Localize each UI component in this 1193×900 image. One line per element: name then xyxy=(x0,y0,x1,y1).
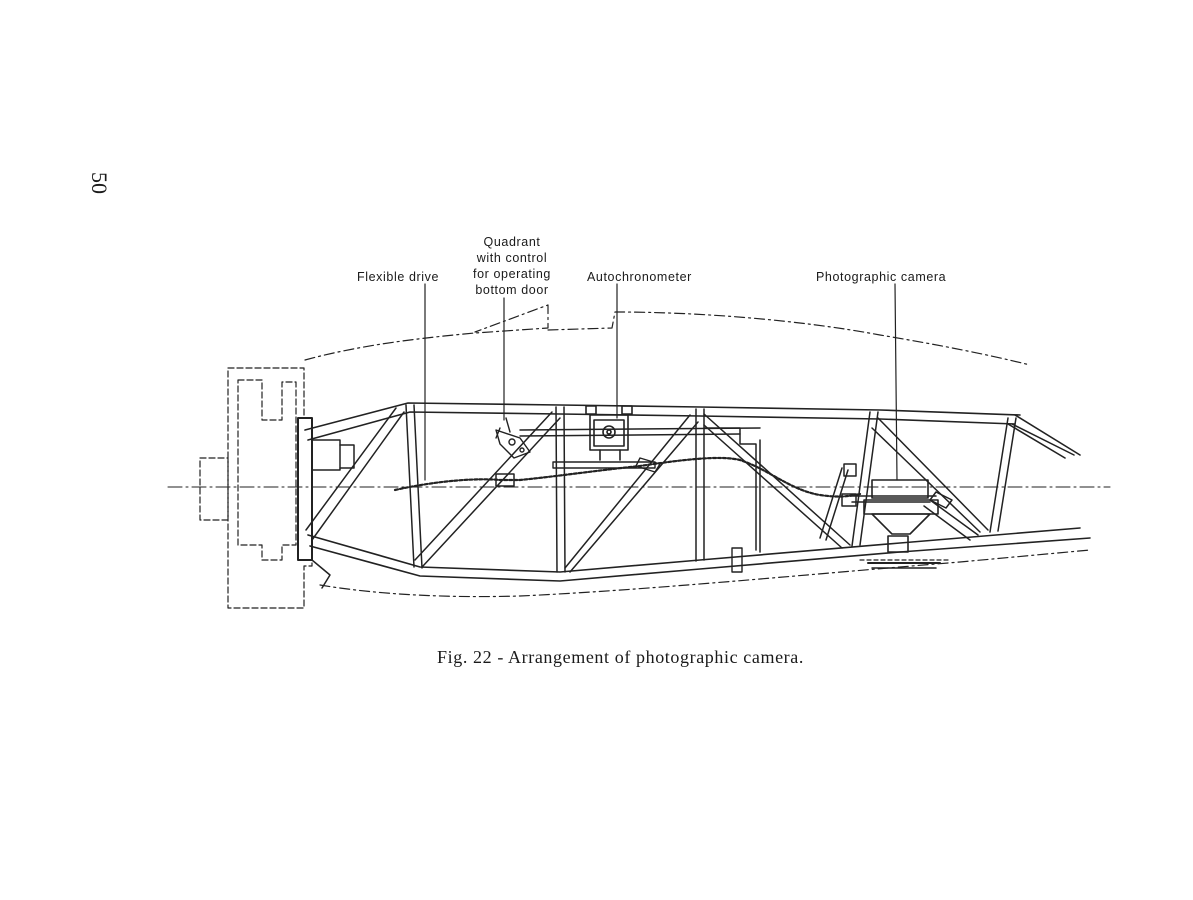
lower-longeron xyxy=(307,527,1091,582)
leader-photographic-camera xyxy=(894,283,898,481)
label-quadrant-line3: for operating xyxy=(473,267,551,281)
label-photographic-camera: Photographic camera xyxy=(816,270,947,284)
label-quadrant-line4: bottom door xyxy=(475,283,549,297)
quadrant-control xyxy=(495,417,531,459)
label-quadrant-line1: Quadrant xyxy=(483,235,541,249)
label-quadrant: Quadrant with control for operating bott… xyxy=(460,234,564,298)
figure-caption: Fig. 22 - Arrangement of photographic ca… xyxy=(0,647,1193,668)
lower-outline xyxy=(319,549,1091,598)
figure-caption-text: Fig. 22 - Arrangement of photographic ca… xyxy=(437,647,804,667)
autochronometer-unit xyxy=(585,405,633,461)
label-autochronometer: Autochronometer xyxy=(587,270,692,284)
leader-lines xyxy=(424,283,898,481)
upper-outline xyxy=(304,304,1031,366)
photographic-camera-unit xyxy=(863,479,939,553)
engine-outline xyxy=(199,367,313,609)
label-flexible-drive: Flexible drive xyxy=(357,270,440,284)
flexible-drive-cable xyxy=(393,456,862,498)
camera-mount xyxy=(819,463,979,541)
label-quadrant-line2: with control xyxy=(476,251,548,265)
